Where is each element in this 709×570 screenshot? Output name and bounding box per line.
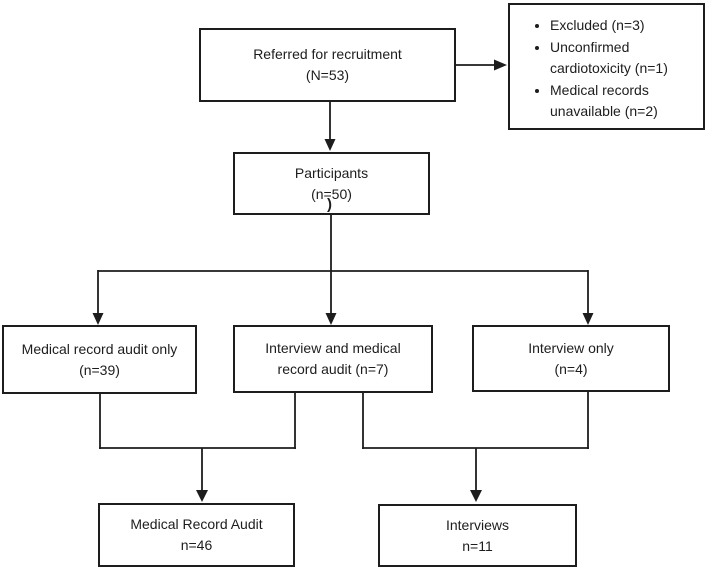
arrow-branch-to-interview-audit: [325, 271, 337, 325]
box-interview-only-label: Interview only: [528, 339, 614, 356]
box-referred-label: Referred for recruitment: [253, 46, 402, 62]
box-mra-count: n=46: [180, 537, 213, 553]
box-participants: Participants (n=50): [233, 152, 430, 215]
box-interview-and-medical-record-audit: Interview and medical record audit (n=7): [233, 325, 433, 393]
box-interviews-label: Interviews: [445, 516, 510, 533]
box-audit-only-label: Medical record audit only: [21, 340, 178, 357]
box-medical-record-audit-only: Medical record audit only (n=39): [2, 325, 197, 394]
line-participants-to-branch: [98, 215, 588, 272]
merge-lines-to-interviews: [362, 392, 589, 502]
artifact-parenthesis: ): [327, 196, 332, 213]
arrow-referred-to-participants: [324, 102, 336, 151]
box-referred-for-recruitment: Referred for recruitment (N=53): [199, 28, 456, 102]
box-participants-count: (n=50): [311, 185, 352, 202]
exclusion-item-records-unavailable: Medical records unavailable (n=2): [550, 80, 697, 122]
box-interview-audit-label: Interview and medical: [265, 340, 401, 356]
box-interview-only-count: (n=4): [554, 360, 588, 377]
box-interviews-total: Interviews n=11: [378, 504, 577, 567]
box-interview-audit-count: record audit (n=7): [277, 361, 389, 377]
box-exclusions: Excluded (n=3) Unconfirmed cardiotoxicit…: [508, 3, 705, 130]
exclusion-item-excluded: Excluded (n=3): [550, 15, 697, 36]
box-audit-only-count: (n=39): [79, 361, 120, 378]
box-participants-label: Participants: [294, 164, 369, 181]
arrow-branch-to-interview-only: [582, 270, 594, 325]
arrow-referred-to-exclusions: [456, 59, 507, 71]
box-medical-record-audit-total: Medical Record Audit n=46: [98, 503, 295, 567]
merge-lines-to-medical-record-audit: [99, 393, 296, 502]
exclusion-item-unconfirmed-cardiotoxicity: Unconfirmed cardiotoxicity (n=1): [550, 37, 697, 79]
arrow-branch-to-audit-only: [92, 270, 104, 325]
box-referred-count: (N=53): [305, 67, 350, 83]
exclusions-bullet-list: Excluded (n=3) Unconfirmed cardiotoxicit…: [510, 5, 703, 123]
box-interview-only: Interview only (n=4): [472, 325, 670, 392]
box-interviews-count: n=11: [462, 537, 493, 554]
box-mra-label: Medical Record Audit: [130, 516, 263, 532]
